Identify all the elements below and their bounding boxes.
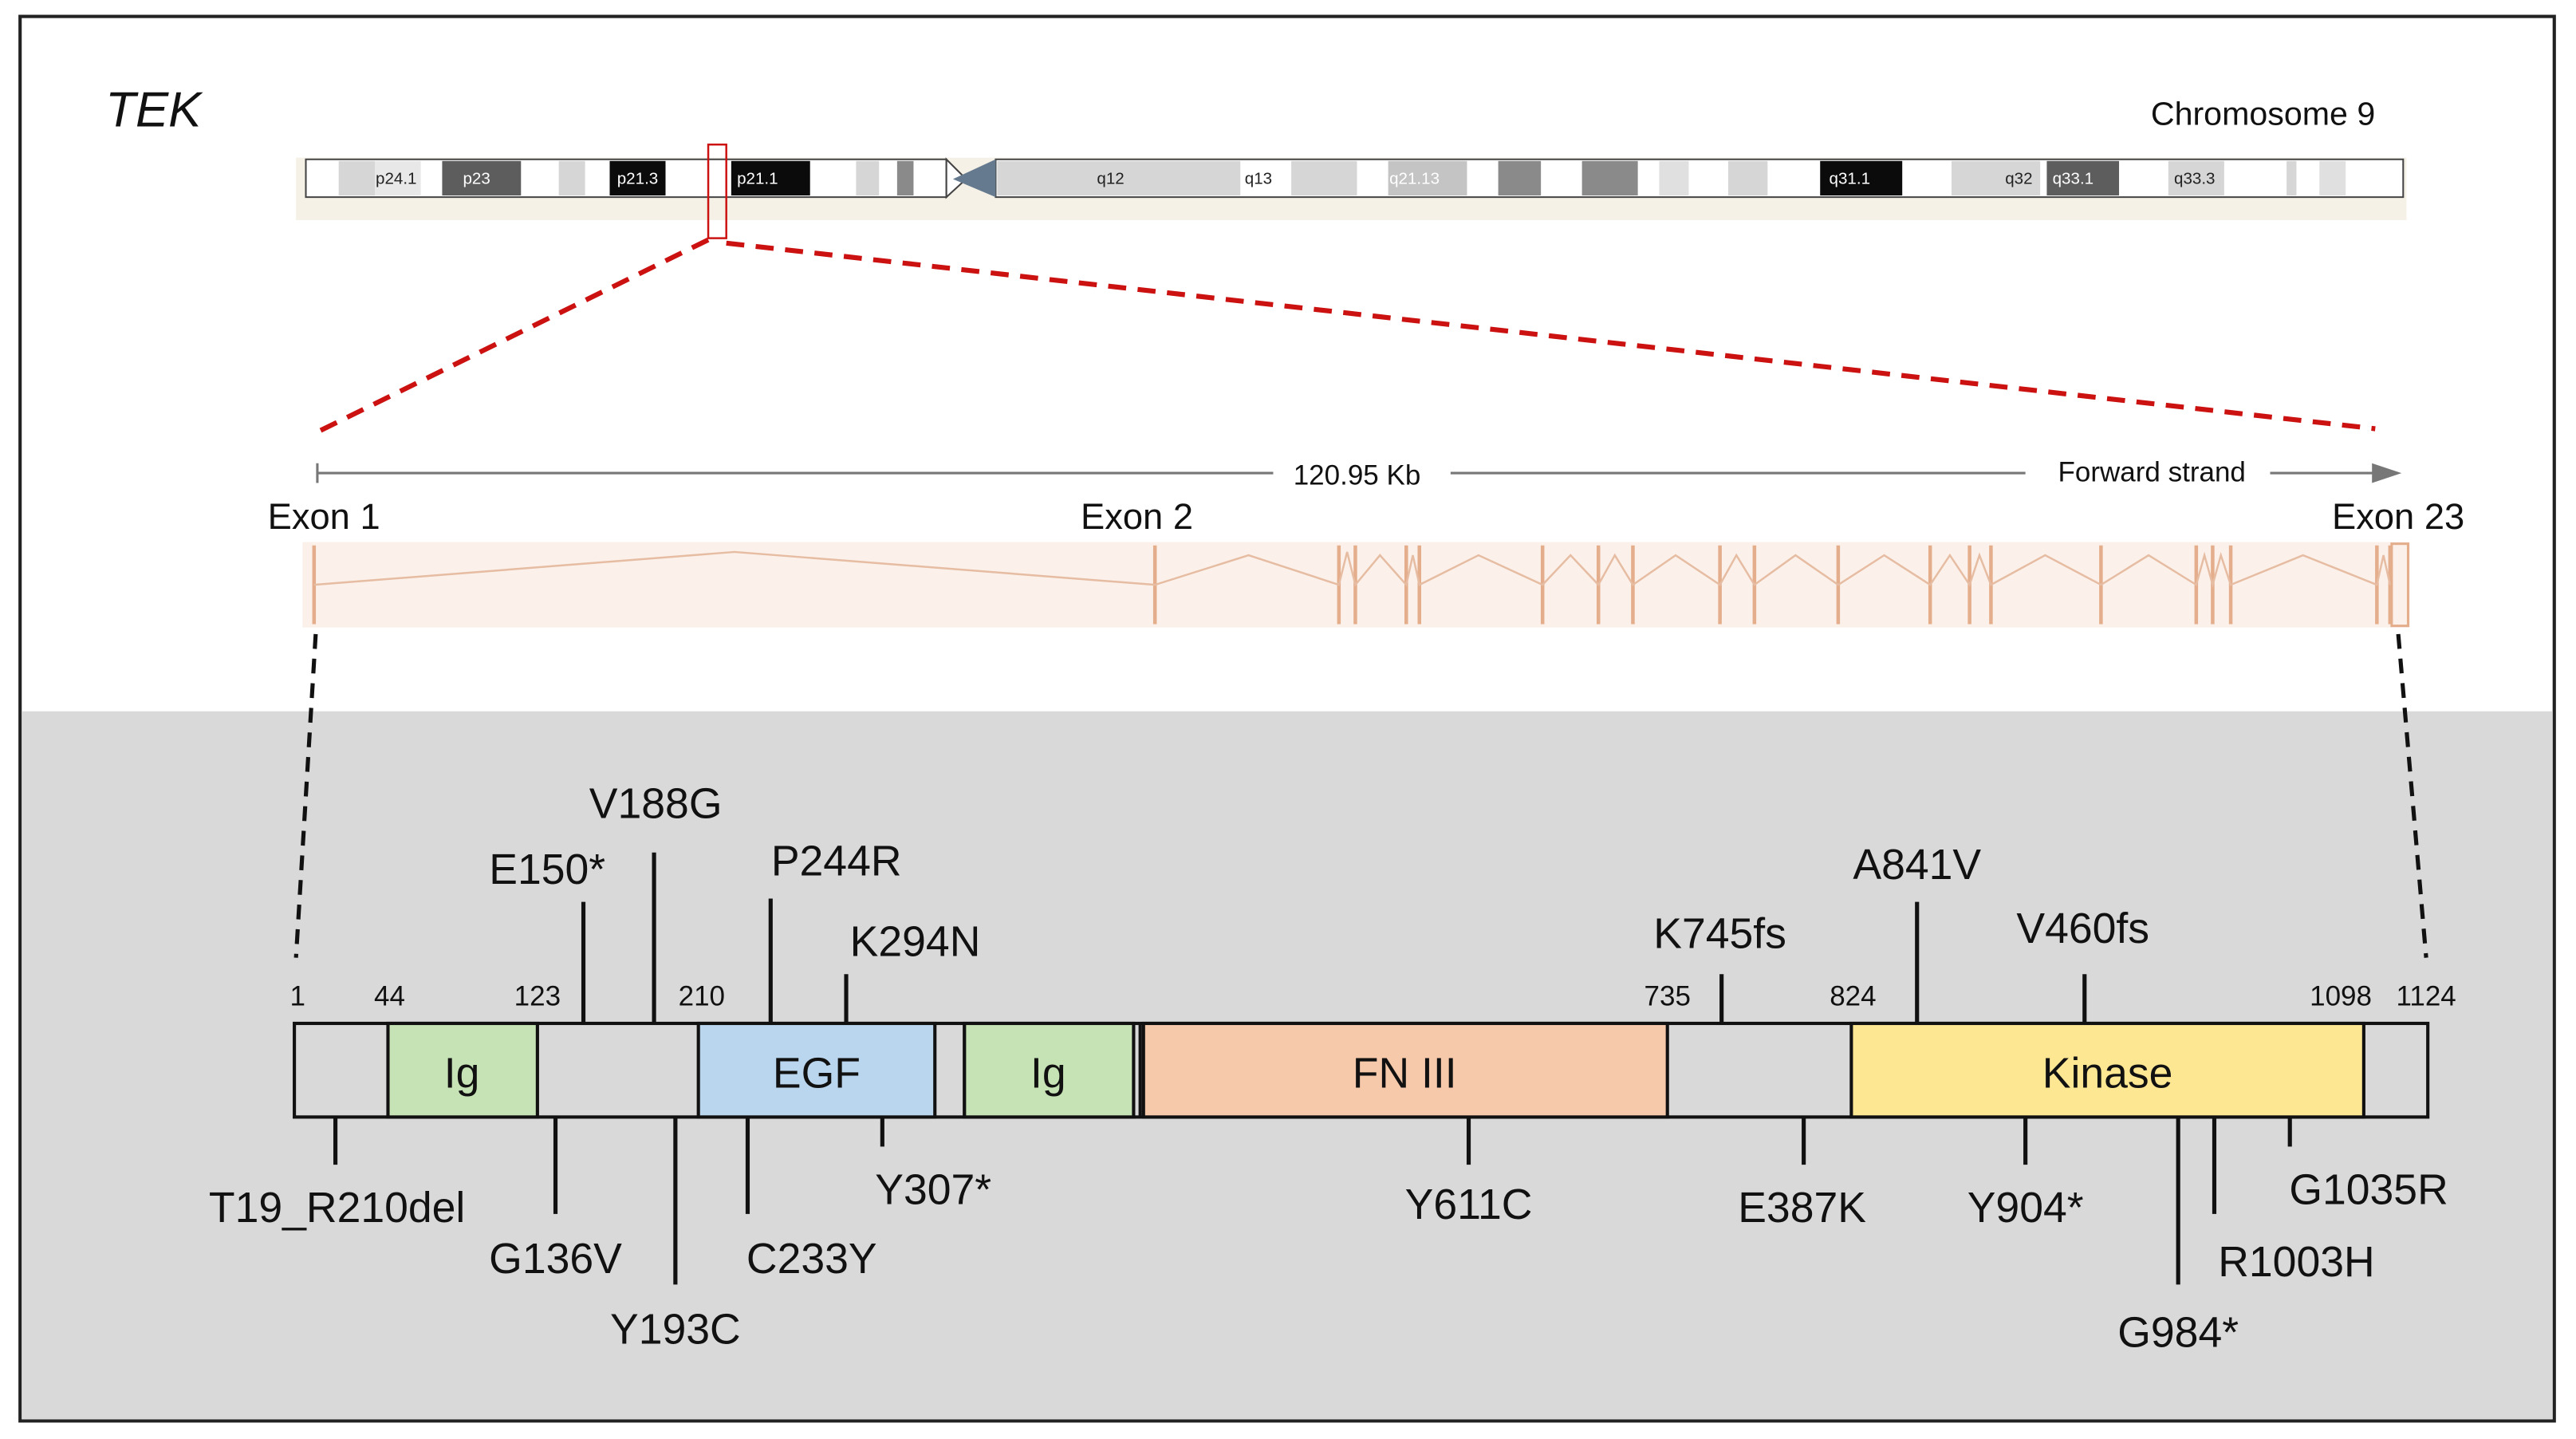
mutation-y611c: Y611C	[1405, 1181, 1533, 1228]
exon-track	[302, 542, 2410, 628]
exon-1-label: Exon 1	[268, 496, 380, 537]
zoom-line-right	[726, 240, 2376, 432]
domain-fn-iii	[1141, 1021, 1669, 1119]
mutation-k294n: K294N	[850, 919, 981, 966]
domain-fn-iii-label: FN III	[1353, 1050, 1457, 1097]
domain-ig-2-label: Ig	[1030, 1050, 1066, 1097]
mutation-g1035r: G1035R	[2289, 1167, 2448, 1214]
band-label-p23: p23	[463, 170, 490, 188]
mutation-t19-r210del: T19_R210del	[209, 1185, 465, 1232]
band-label-q33-1: q33.1	[2053, 170, 2094, 188]
mutation-y904: Y904*	[1967, 1185, 2084, 1232]
gene-title: TEK	[105, 83, 203, 138]
centromere-q	[952, 159, 996, 198]
mutation-y307: Y307*	[875, 1167, 991, 1214]
mutation-e387k: E387K	[1738, 1185, 1866, 1232]
domain-ig-1	[386, 1021, 539, 1119]
protein-zoom-left	[293, 633, 318, 958]
domain-kinase	[1849, 1021, 2365, 1119]
mutation-a841v: A841V	[1853, 842, 1981, 889]
band-label-p24-1: p24.1	[376, 170, 416, 188]
position-1124: 1124	[2397, 980, 2456, 1011]
gene-length: 120.95 Kb	[1294, 460, 1421, 491]
strand-label: Forward strand	[2058, 456, 2246, 487]
domain-egf-label: EGF	[773, 1050, 861, 1097]
position-1: 1	[290, 980, 305, 1011]
band-label-q12: q12	[1097, 170, 1124, 188]
position-1098: 1098	[2310, 980, 2372, 1011]
mutation-v188g: V188G	[589, 781, 723, 828]
domain-kinase-label: Kinase	[2042, 1050, 2173, 1097]
band-label-q32: q32	[2005, 170, 2032, 188]
mutation-y193c: Y193C	[610, 1307, 741, 1354]
mutation-g984: G984*	[2117, 1310, 2239, 1357]
position-735: 735	[1644, 980, 1691, 1011]
gene-scale: 120.95 Kb Forward strand	[316, 456, 2402, 491]
domain-ig-1-label: Ig	[444, 1050, 480, 1097]
band-label-p21-3: p21.3	[617, 170, 659, 188]
position-210: 210	[679, 980, 725, 1011]
mutation-g136v: G136V	[489, 1236, 622, 1283]
exon-23-label: Exon 23	[2332, 496, 2464, 537]
exon-2-label: Exon 2	[1081, 496, 1193, 537]
mutation-r1003h: R1003H	[2218, 1239, 2374, 1286]
mutation-k745fs: K745fs	[1653, 910, 1786, 957]
band-label-q21-13: q21.13	[1389, 170, 1440, 188]
mutation-c233y: C233Y	[746, 1236, 877, 1283]
position-824: 824	[1830, 980, 1876, 1011]
band-label-q33-3: q33.3	[2174, 170, 2216, 188]
protein-bar: Ig EGF Ig FN III Kinase	[293, 1021, 2430, 1119]
domain-ig-2	[963, 1021, 1136, 1119]
chromosome-label: Chromosome 9	[2151, 96, 2375, 132]
domain-egf	[696, 1021, 937, 1119]
mutation-p244r: P244R	[771, 838, 902, 885]
locus-highlight	[707, 143, 727, 239]
protein-zoom-right	[2396, 633, 2428, 958]
band-label-q13: q13	[1245, 170, 1272, 188]
mutation-v460fs: V460fs	[2016, 905, 2149, 952]
position-44: 44	[374, 980, 405, 1011]
position-123: 123	[514, 980, 561, 1011]
chromosome-ideogram: p24.1 p23 p21.3 p21.1 q12 q13 q21.13 q31…	[296, 143, 2407, 239]
band-label-p21-1: p21.1	[737, 170, 778, 188]
mutation-e150: E150*	[489, 846, 605, 893]
band-label-q31-1: q31.1	[1830, 170, 1871, 188]
zoom-line-left	[319, 237, 710, 433]
